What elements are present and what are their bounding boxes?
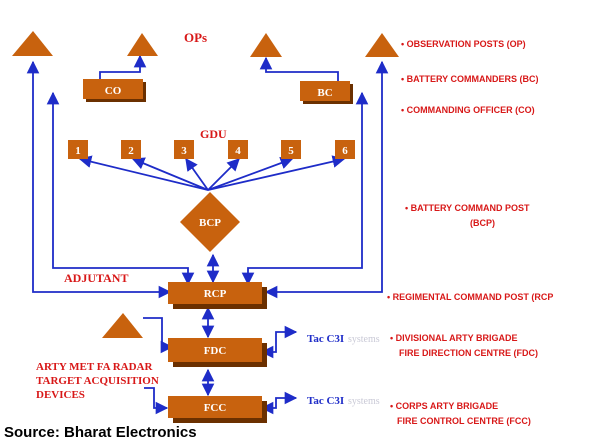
ops-title: OPs — [184, 30, 207, 45]
arrow-bcp-gdu2 — [131, 157, 209, 191]
legend: • OBSERVATION POSTS (OP) • BATTERY COMMA… — [387, 39, 553, 426]
svg-text:ARTY MET FA RADAR: ARTY MET FA RADAR — [36, 361, 153, 373]
legend-op: • OBSERVATION POSTS (OP) — [401, 39, 526, 49]
svg-text:1: 1 — [75, 145, 81, 157]
bc-label: BC — [317, 87, 332, 99]
arrow-op4-rcp — [264, 60, 389, 299]
arrow-bc-rcp — [241, 91, 369, 286]
svg-text:DEVICES: DEVICES — [36, 389, 85, 401]
rcp-node: RCP — [168, 282, 267, 309]
svg-text:2: 2 — [128, 145, 134, 157]
legend-bcp-line1: • BATTERY COMMAND POST — [405, 203, 530, 213]
rcp-label: RCP — [204, 288, 227, 300]
arrow-op1-rcp — [26, 60, 172, 299]
arrow-bcp-gdu1 — [78, 155, 209, 191]
tac-c3i-suffix: systems — [348, 334, 380, 345]
op-triangle-2 — [127, 33, 158, 56]
op-triangle-3 — [250, 33, 282, 57]
co-node: CO — [83, 79, 146, 102]
arrow-co-op — [99, 54, 147, 82]
op-triangle-1 — [12, 31, 53, 56]
legend-fdc-line1: • DIVISIONAL ARTY BRIGADE — [390, 333, 518, 343]
svg-text:3: 3 — [181, 145, 187, 157]
fcc-node: FCC — [168, 396, 267, 423]
bcp-node: BCP — [180, 192, 240, 252]
svg-text:TARGET ACQUISITION: TARGET ACQUISITION — [36, 375, 159, 387]
arrow-op5-fdc — [143, 317, 174, 354]
op-triangle-4 — [365, 33, 399, 57]
connector-arrows — [26, 54, 389, 415]
fdc-label: FDC — [204, 345, 227, 357]
legend-co: • COMMANDING OFFICER (CO) — [401, 105, 535, 115]
adjutant-label: ADJUTANT — [64, 271, 128, 285]
legend-bc: • BATTERY COMMANDERS (BC) — [401, 74, 538, 84]
source-credit: Source: Bharat Electronics — [4, 424, 197, 441]
gdu-units: 1 2 3 4 5 6 — [68, 140, 355, 159]
legend-fcc-line2: FIRE CONTROL CENTRE (FCC) — [397, 416, 531, 426]
gdu-unit: 3 — [174, 140, 194, 159]
bcp-label: BCP — [199, 217, 221, 229]
legend-bcp-line2: (BCP) — [470, 218, 495, 228]
arrow-bcp-gdu3 — [185, 157, 209, 191]
gdu-unit: 1 — [68, 140, 88, 159]
arrow-bcp-gdu4 — [207, 158, 240, 191]
arrow-bc-op — [259, 56, 339, 82]
gdu-unit: 6 — [335, 140, 355, 159]
arty-met-label: ARTY MET FA RADAR TARGET ACQUISITION DEV… — [36, 361, 159, 401]
tac-c3i-fcc: Tac C3I systems — [307, 395, 380, 407]
gdu-title: GDU — [200, 127, 227, 141]
svg-text:5: 5 — [288, 145, 294, 157]
tac-c3i-label: Tac C3I — [307, 333, 344, 345]
observation-posts — [12, 31, 399, 338]
tac-c3i-suffix: systems — [348, 396, 380, 407]
legend-rcp: • REGIMENTAL COMMAND POST (RCP — [387, 292, 553, 302]
svg-text:4: 4 — [235, 145, 241, 157]
gdu-unit: 5 — [281, 140, 301, 159]
gdu-unit: 4 — [228, 140, 248, 159]
arrow-co-rcp — [46, 91, 195, 286]
bc-node: BC — [300, 81, 353, 104]
arrow-bcp-gdu5 — [207, 157, 294, 191]
arrow-met-fcc — [144, 387, 169, 415]
svg-text:6: 6 — [342, 145, 348, 157]
legend-fdc-line2: FIRE DIRECTION CENTRE (FDC) — [399, 348, 538, 358]
arrow-fcc-c3i — [260, 391, 298, 415]
fdc-node: FDC — [168, 338, 267, 367]
gdu-unit: 2 — [121, 140, 141, 159]
tac-c3i-label: Tac C3I — [307, 395, 344, 407]
arrow-fdc-c3i — [260, 325, 298, 359]
fcc-label: FCC — [204, 402, 227, 414]
legend-fcc-line1: • CORPS ARTY BRIGADE — [390, 401, 498, 411]
arrow-bcp-gdu6 — [207, 155, 346, 191]
co-label: CO — [105, 85, 122, 97]
op-triangle-5 — [102, 313, 143, 338]
tac-c3i-fdc: Tac C3I systems — [307, 333, 380, 345]
